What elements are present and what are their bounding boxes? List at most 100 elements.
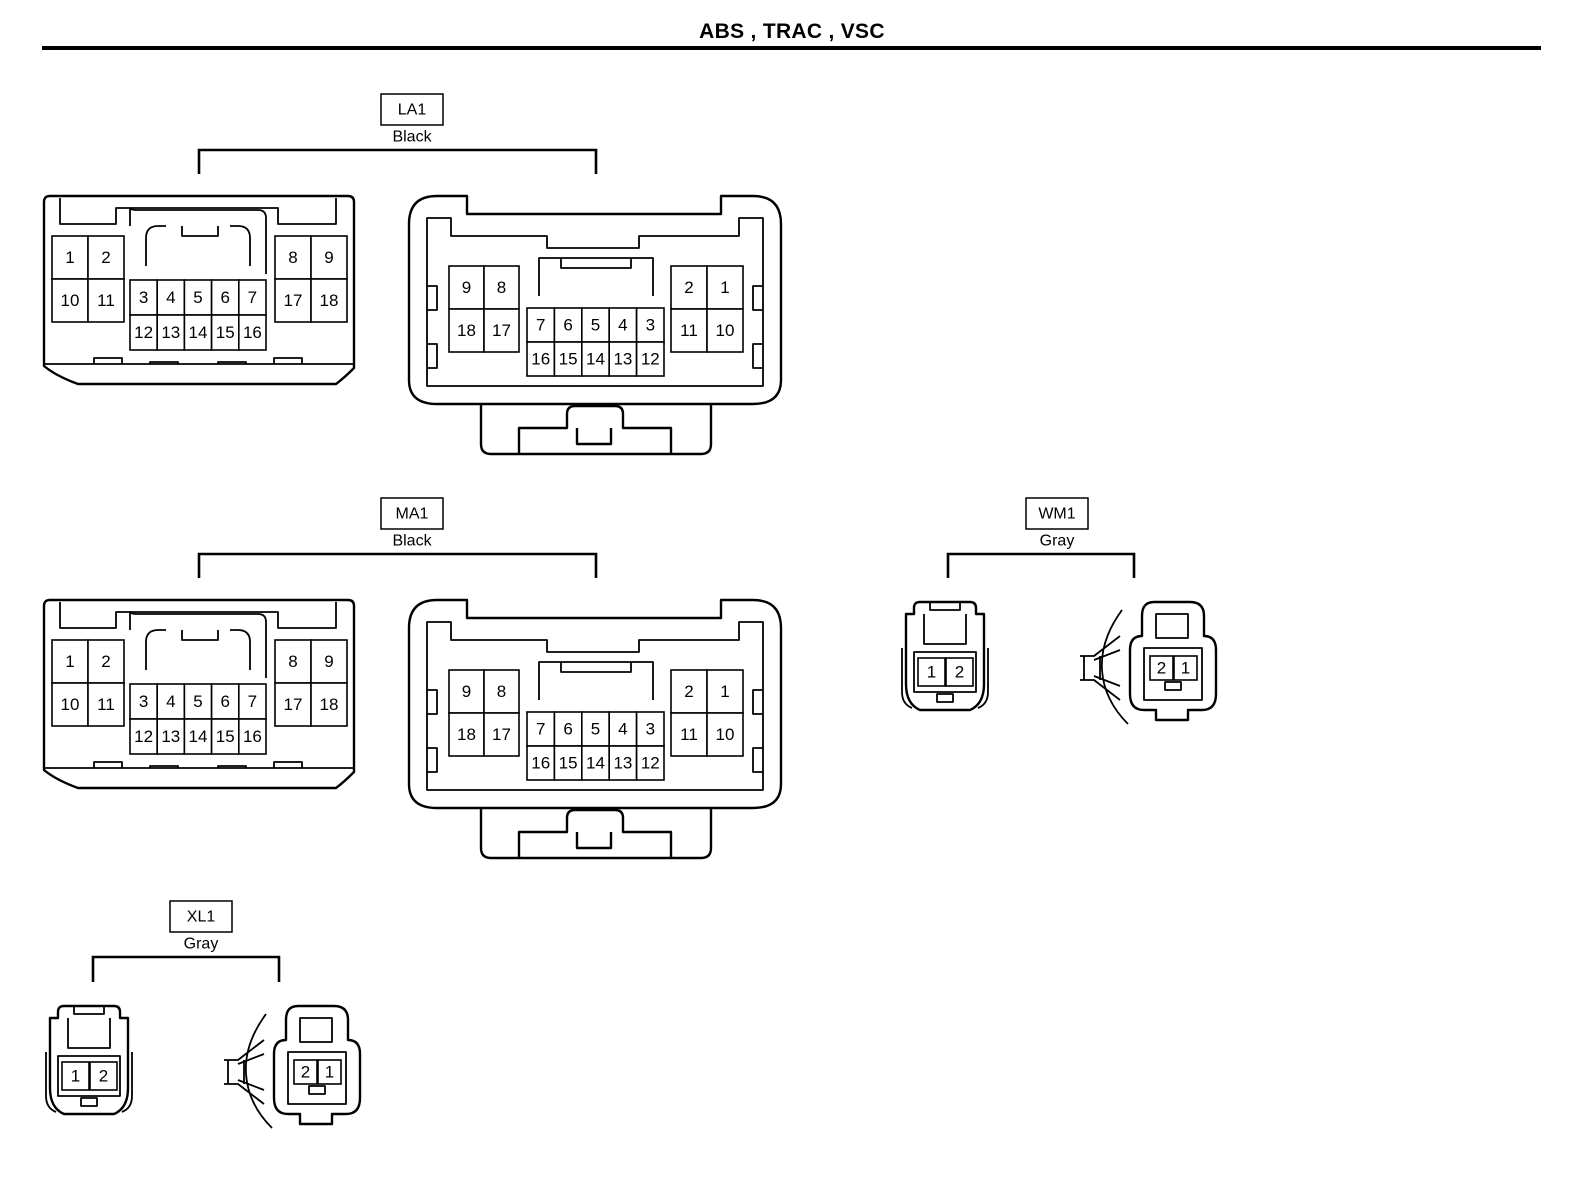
pin-cell <box>553 307 583 343</box>
connector-bracket <box>946 552 1136 578</box>
connector-top-notch <box>59 602 337 629</box>
pin-number: 2 <box>101 652 110 671</box>
pin-cell <box>448 265 485 310</box>
pin-number: 13 <box>161 323 180 342</box>
pin-cell <box>310 278 348 323</box>
pin-cell <box>1149 655 1174 681</box>
pin-number: 3 <box>646 720 655 739</box>
pin-number: 10 <box>716 321 735 340</box>
pin-number: 8 <box>497 682 506 701</box>
connector-side-wings <box>901 648 989 709</box>
pin-number: 3 <box>646 316 655 335</box>
connector-body <box>407 194 783 406</box>
connector-id-box <box>169 900 233 933</box>
pin-cell <box>210 314 240 351</box>
pin-number: 12 <box>134 323 153 342</box>
pin-number: 1 <box>1181 659 1190 678</box>
title-rule <box>42 46 1541 50</box>
connector-side-keys <box>427 689 763 773</box>
pin-cell <box>210 683 240 720</box>
connector-latch <box>923 602 967 645</box>
connector-top-slot <box>1155 613 1189 639</box>
pin-number: 10 <box>61 291 80 310</box>
connector-latch <box>129 207 267 274</box>
pin-cell <box>670 265 708 310</box>
connector-lock-tab <box>479 808 713 860</box>
connector-id-box <box>380 497 444 530</box>
pin-number: 14 <box>586 754 605 773</box>
pin-number: 17 <box>492 321 511 340</box>
pin-number: 12 <box>641 350 660 369</box>
pin-number: 9 <box>462 682 471 701</box>
pin-number: 13 <box>613 350 632 369</box>
pin-number: 4 <box>618 316 627 335</box>
connector-inner-frame <box>426 217 764 387</box>
pin-number: 7 <box>248 288 257 307</box>
pin-cell <box>293 1059 318 1085</box>
pin-number: 4 <box>618 720 627 739</box>
pin-number: 2 <box>684 682 693 701</box>
connector-id-box <box>1025 497 1089 530</box>
pin-number: 7 <box>248 692 257 711</box>
connector-body <box>904 600 986 712</box>
connector-id: LA1 <box>398 102 427 119</box>
pin-cell <box>581 745 611 781</box>
pin-number: 11 <box>97 291 115 310</box>
connector-top-notch <box>59 198 337 225</box>
pin-number: 17 <box>284 695 303 714</box>
pin-cell <box>183 314 213 351</box>
pin-number: 3 <box>139 692 148 711</box>
pin-cell <box>670 308 708 353</box>
pin-number: 2 <box>301 1063 310 1082</box>
pin-number: 4 <box>166 692 175 711</box>
pin-number: 5 <box>193 692 202 711</box>
pin-number: 6 <box>220 692 229 711</box>
pin-number: 14 <box>189 727 208 746</box>
connector-inner-frame <box>426 621 764 791</box>
pin-number: 6 <box>563 316 572 335</box>
pin-number: 2 <box>99 1067 108 1086</box>
page-title: ABS , TRAC , VSC <box>699 20 885 43</box>
pin-cell <box>51 639 89 684</box>
pin-number: 11 <box>680 321 698 340</box>
pin-number: 1 <box>65 652 74 671</box>
pin-cell <box>87 682 125 727</box>
pin-number: 1 <box>927 663 936 682</box>
pin-number: 18 <box>457 321 476 340</box>
pin-cell <box>945 657 974 687</box>
pin-number: 11 <box>97 695 115 714</box>
pin-cell <box>1173 655 1198 681</box>
connector-feet <box>93 761 303 768</box>
connector-latch <box>538 257 654 296</box>
pin-number: 1 <box>65 248 74 267</box>
pin-number: 4 <box>166 288 175 307</box>
connector-bracket <box>91 955 281 982</box>
connector-key <box>936 693 954 703</box>
pin-cell <box>581 711 611 747</box>
pin-cell <box>635 307 665 343</box>
pin-cell <box>238 279 267 316</box>
connector-body <box>48 1004 130 1116</box>
pin-cell <box>274 639 312 684</box>
pin-number: 15 <box>216 727 235 746</box>
connector-key <box>1164 681 1182 691</box>
pin-number: 17 <box>492 725 511 744</box>
connector-side-keys <box>427 285 763 369</box>
connector-pin-frame <box>913 651 977 693</box>
pin-number: 16 <box>243 727 262 746</box>
connector-key <box>80 1097 98 1107</box>
pin-number: 8 <box>288 652 297 671</box>
pin-number: 16 <box>531 350 550 369</box>
connector-bracket <box>197 148 598 174</box>
